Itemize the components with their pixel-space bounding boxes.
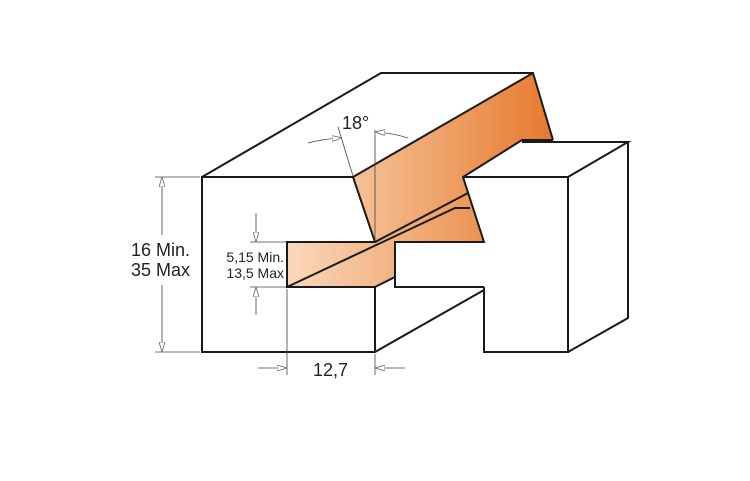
height-max-label: 35 Max — [131, 260, 191, 280]
width-label: 12,7 — [313, 360, 349, 380]
angle-label: 18° — [342, 113, 370, 133]
tongue-max-label: 13,5 Max — [226, 265, 284, 281]
tongue-diagonal — [286, 207, 470, 288]
inner-edge — [374, 192, 469, 243]
bevel-edge — [352, 72, 534, 178]
height-dimension — [155, 176, 200, 353]
bevel-cut-face — [353, 73, 553, 242]
right-top-edge — [522, 141, 632, 178]
right-workpiece-outline — [463, 176, 569, 353]
width-dimension — [258, 289, 405, 375]
tongue-dimension — [250, 213, 286, 315]
tongue-side-edge — [374, 276, 396, 288]
left-workpiece-top — [201, 72, 554, 178]
right-side-edge — [567, 142, 629, 353]
groove-edge — [394, 139, 553, 288]
height-min-label: 16 Min. — [131, 240, 191, 260]
tongue-min-label: 5,15 Min. — [226, 249, 284, 265]
left-bottom-edge — [374, 289, 485, 353]
angle-dimension — [307, 126, 409, 241]
